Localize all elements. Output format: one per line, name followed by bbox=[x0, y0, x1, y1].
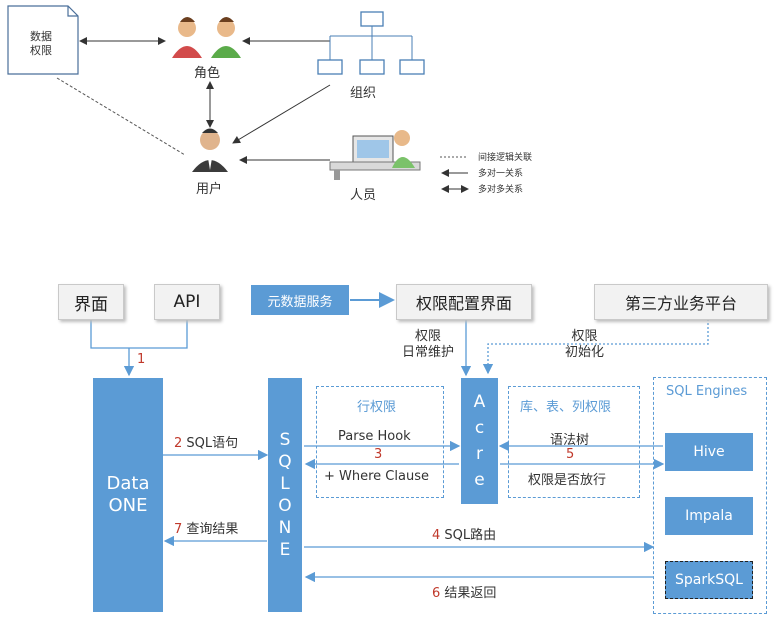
api-box: API bbox=[154, 284, 220, 320]
step-5-number: 5 bbox=[566, 447, 575, 462]
perm-init-label: 权限 初始化 bbox=[565, 329, 605, 360]
perm-maintain-label: 权限 日常维护 bbox=[402, 329, 455, 360]
user-icon bbox=[192, 128, 228, 172]
third-party-platform-box: 第三方业务平台 bbox=[594, 284, 768, 320]
data-permission-label: 数据 权限 bbox=[30, 30, 52, 57]
step-2-number: 2 bbox=[174, 436, 183, 451]
step-1-number: 1 bbox=[137, 352, 146, 367]
metadata-service-box: 元数据服务 bbox=[251, 285, 349, 315]
step-4-text: SQL路由 bbox=[444, 528, 497, 543]
table-col-permission-group bbox=[508, 386, 640, 498]
perm-release-label: 权限是否放行 bbox=[528, 473, 607, 488]
sparksql-engine-box: SparkSQL bbox=[665, 561, 753, 599]
step-6-label: 6 结果返回 bbox=[432, 582, 496, 601]
user-label: 用户 bbox=[196, 182, 223, 197]
hive-engine-box: Hive bbox=[665, 433, 753, 471]
sqlone-letter: O bbox=[278, 496, 292, 516]
where-clause-label: + Where Clause bbox=[324, 469, 429, 484]
acre-letter: r bbox=[476, 444, 483, 464]
document-icon bbox=[7, 5, 79, 75]
sqlone-letter: Q bbox=[278, 452, 292, 472]
table-col-permission-label: 库、表、列权限 bbox=[520, 400, 612, 415]
person-at-desk-icon bbox=[329, 130, 421, 180]
sqlone-letter: S bbox=[279, 430, 291, 450]
dataone-line2: ONE bbox=[108, 495, 148, 516]
step-7-label: 7 查询结果 bbox=[174, 518, 238, 537]
sql-engines-group bbox=[653, 377, 767, 614]
step-4-number: 4 bbox=[432, 528, 441, 543]
sqlone-letter: L bbox=[280, 474, 290, 494]
role-people-icon bbox=[172, 17, 241, 58]
org-chart-icon bbox=[317, 11, 425, 75]
role-label: 角色 bbox=[194, 66, 221, 81]
step-2-text: SQL语句 bbox=[186, 436, 239, 451]
row-permission-label: 行权限 bbox=[357, 400, 397, 415]
dataone-line1: Data bbox=[106, 473, 150, 494]
impala-engine-box: Impala bbox=[665, 497, 753, 535]
step-2-label: 2 SQL语句 bbox=[174, 432, 238, 451]
legend-many-to-many: 多对多关系 bbox=[478, 185, 524, 195]
legend-many-to-one: 多对一关系 bbox=[478, 169, 524, 179]
parse-hook-label: Parse Hook bbox=[338, 429, 411, 444]
step-4-label: 4 SQL路由 bbox=[432, 524, 496, 543]
step-6-number: 6 bbox=[432, 586, 441, 601]
sql-engines-label: SQL Engines bbox=[666, 384, 748, 399]
acre-box: A c r e bbox=[461, 378, 498, 504]
step-7-number: 7 bbox=[174, 522, 183, 537]
step-3-number: 3 bbox=[374, 447, 383, 462]
ui-box: 界面 bbox=[58, 284, 124, 320]
syntax-tree-label: 语法树 bbox=[550, 433, 590, 448]
legend-indirect: 间接逻辑关联 bbox=[478, 153, 533, 163]
org-label: 组织 bbox=[350, 86, 377, 101]
sqlone-box: S Q L O N E bbox=[268, 378, 302, 612]
row-permission-group bbox=[316, 386, 444, 498]
acre-letter: A bbox=[473, 392, 486, 412]
person-label: 人员 bbox=[350, 188, 377, 203]
step-6-text: 结果返回 bbox=[444, 586, 497, 601]
dataone-box: Data ONE bbox=[93, 378, 163, 612]
sqlone-letter: E bbox=[279, 540, 291, 560]
acre-letter: e bbox=[474, 470, 485, 490]
top-diagram-connectors bbox=[7, 5, 469, 193]
step-7-text: 查询结果 bbox=[186, 522, 239, 537]
sqlone-letter: N bbox=[278, 518, 292, 538]
perm-config-ui-box: 权限配置界面 bbox=[396, 284, 532, 320]
acre-letter: c bbox=[474, 418, 485, 438]
